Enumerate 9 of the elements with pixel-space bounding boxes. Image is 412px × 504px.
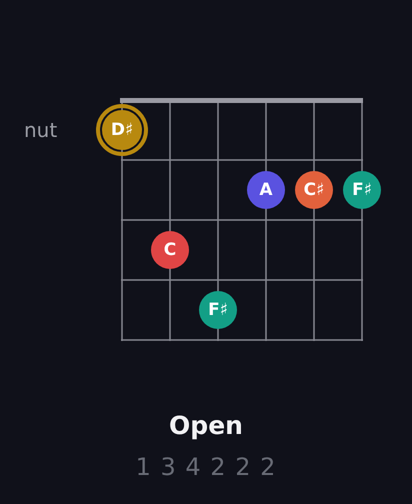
note-label: C <box>164 242 176 258</box>
note-label: A <box>259 182 273 198</box>
chord-title: Open <box>169 410 243 442</box>
note-label: F♯ <box>208 302 228 318</box>
note-label: D♯ <box>110 122 134 138</box>
note-label: F♯ <box>352 182 372 198</box>
fingering-label: 1 3 4 2 2 2 <box>136 452 276 482</box>
note-label: C♯ <box>304 182 324 198</box>
nut-label: nut <box>24 117 58 143</box>
